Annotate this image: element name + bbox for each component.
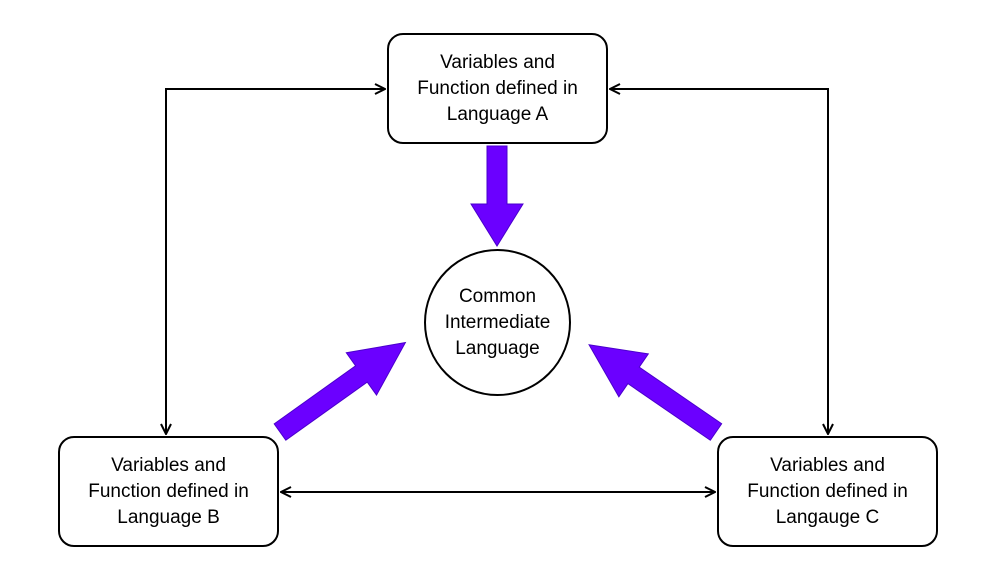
common-line-2: Intermediate <box>444 311 551 333</box>
common-line-3: Language <box>455 337 540 359</box>
language-a-line-1: Variables and <box>440 51 555 73</box>
purple-arrow-from-b <box>273 341 407 441</box>
common-intermediate-language-node: Common Intermediate Language <box>424 249 571 396</box>
language-c-line-2: Function defined in <box>747 480 908 502</box>
language-b-line-1: Variables and <box>111 454 226 476</box>
language-a-node: Variables and Function defined in Langua… <box>387 33 608 144</box>
language-a-line-2: Function defined in <box>417 77 578 99</box>
purple-arrow-from-a <box>470 145 524 247</box>
language-b-line-2: Function defined in <box>88 480 249 502</box>
language-c-node: Variables and Function defined in Langau… <box>717 436 938 547</box>
language-b-line-3: Language B <box>117 506 220 528</box>
language-c-line-1: Variables and <box>770 454 885 476</box>
common-line-1: Common <box>458 285 537 307</box>
connector-a-b <box>166 89 385 434</box>
language-b-node: Variables and Function defined in Langua… <box>58 436 279 547</box>
purple-arrow-from-c <box>588 344 723 441</box>
language-a-line-3: Language A <box>446 103 549 125</box>
language-c-line-3: Langauge C <box>775 506 880 528</box>
connector-a-c <box>610 89 828 434</box>
